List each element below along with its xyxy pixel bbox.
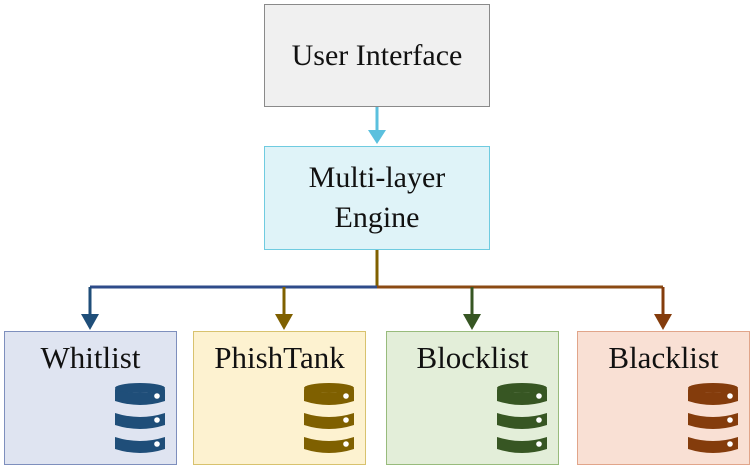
database-icon xyxy=(688,383,738,453)
engine-label-line1: Multi-layer xyxy=(308,160,446,194)
arrow-to-blacklist xyxy=(654,287,672,330)
database-icon-disk xyxy=(688,413,738,429)
database-icon-disk xyxy=(304,389,354,405)
engine-label-line2: Engine xyxy=(334,201,420,234)
engine-label: Multi-layer Engine xyxy=(309,158,446,239)
database-icon-top xyxy=(115,383,165,393)
database-icon-indicator xyxy=(154,417,160,423)
database-icon-indicator xyxy=(343,393,349,399)
database-icon-disk xyxy=(497,437,547,453)
database-icon xyxy=(497,383,547,453)
database-icon xyxy=(115,383,165,453)
database-icon-indicator xyxy=(536,393,542,399)
arrow-to-whitlist xyxy=(81,287,99,330)
source-node-blacklist: Blacklist xyxy=(577,331,750,465)
database-icon-indicator xyxy=(536,441,542,447)
database-icon-indicator xyxy=(343,417,349,423)
database-icon xyxy=(304,383,354,453)
database-icon-disk xyxy=(115,437,165,453)
user-interface-label: User Interface xyxy=(291,38,463,72)
database-icon-top xyxy=(688,383,738,393)
database-icon-disk xyxy=(304,437,354,453)
database-icon-disk xyxy=(304,413,354,429)
arrow-to-blocklist xyxy=(463,287,481,330)
ui-to-engine-arrow xyxy=(368,107,386,144)
database-icon-indicator xyxy=(154,393,160,399)
database-icon-disk xyxy=(115,413,165,429)
database-icon-disk xyxy=(497,413,547,429)
database-icon-indicator xyxy=(727,441,733,447)
database-icon-indicator xyxy=(536,417,542,423)
database-icon-disk xyxy=(688,437,738,453)
database-icon-indicator xyxy=(727,417,733,423)
source-label: PhishTank xyxy=(214,340,345,375)
database-icon-indicator xyxy=(727,393,733,399)
multi-layer-engine-node: Multi-layer Engine xyxy=(264,146,490,250)
source-node-phishtank: PhishTank xyxy=(193,331,366,465)
database-icon-indicator xyxy=(154,441,160,447)
source-node-blocklist: Blocklist xyxy=(386,331,559,465)
user-interface-node: User Interface xyxy=(264,4,490,107)
database-icon-top xyxy=(497,383,547,393)
source-node-whitlist: Whitlist xyxy=(4,331,177,465)
database-icon-disk xyxy=(688,389,738,405)
database-icon-disk xyxy=(497,389,547,405)
arrow-to-phishtank xyxy=(275,287,293,330)
source-label: Blacklist xyxy=(608,340,719,375)
source-label: Whitlist xyxy=(40,340,141,375)
database-icon-top xyxy=(304,383,354,393)
source-label: Blocklist xyxy=(416,340,529,375)
database-icon-disk xyxy=(115,389,165,405)
database-icon-indicator xyxy=(343,441,349,447)
